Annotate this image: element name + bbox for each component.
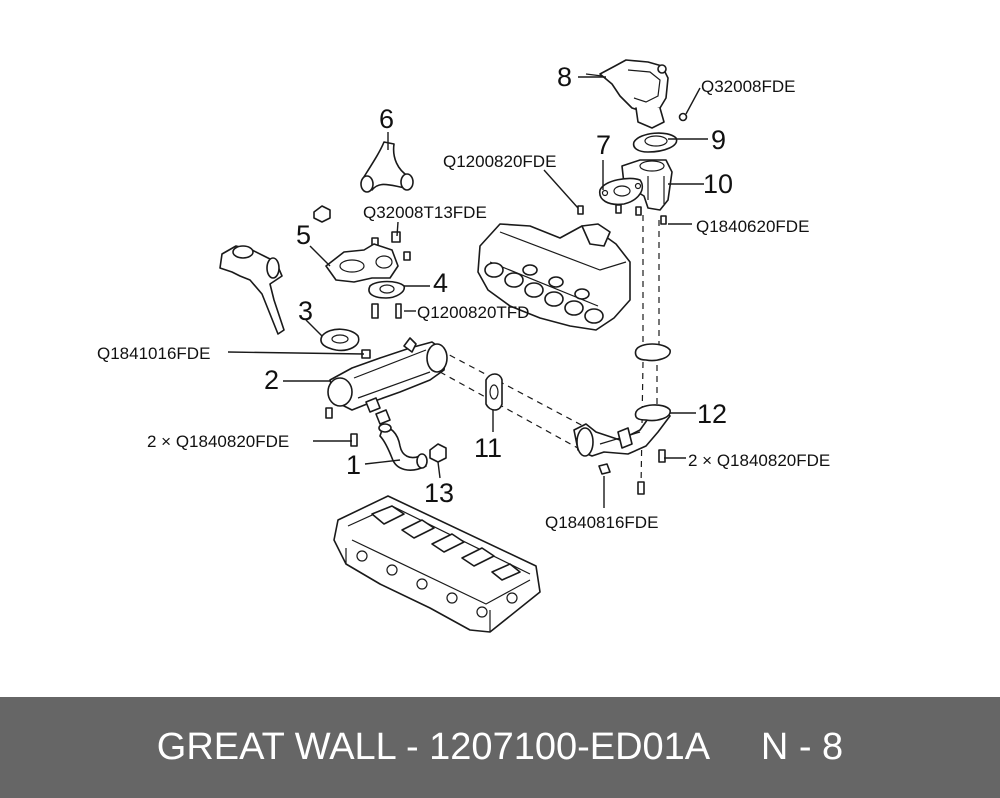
callout-4: 4 [433, 268, 448, 298]
label-q32008t13fde: Q32008T13FDE [363, 203, 487, 222]
cylinder-head [333, 495, 541, 633]
callout-11: 11 [474, 433, 502, 463]
clamp-icon [313, 205, 331, 223]
bolt-icon [635, 206, 642, 216]
label-q1840820fde-left: 2 × Q1840820FDE [147, 432, 289, 451]
label-q1200820fde: Q1200820FDE [443, 152, 556, 171]
cooler-hose [378, 423, 428, 471]
egr-gasket-upper [632, 132, 678, 153]
water-outlet-pipe [219, 245, 285, 335]
footer-text: GREAT WALL - 1207100-ED01A N - 8 [156, 726, 844, 768]
callout-9: 9 [711, 125, 726, 155]
footer-bar: GREAT WALL - 1207100-ED01A N - 8 [0, 697, 1000, 798]
callout-3: 3 [298, 296, 313, 326]
egr-valve [585, 59, 669, 129]
clamp-icon [598, 463, 611, 475]
callout-2: 2 [264, 365, 279, 395]
callout-10: 10 [703, 169, 733, 199]
label-q1200820tfd: Q1200820TFD [417, 303, 529, 322]
intake-manifold [477, 223, 631, 331]
clamp-icon [375, 409, 391, 425]
egr-cooler [327, 337, 448, 413]
bolt-icon [660, 215, 667, 225]
exploded-view: 8 9 10 7 6 5 4 3 2 1 13 11 12 Q32008FDE … [97, 59, 830, 633]
label-q32008fde: Q32008FDE [701, 77, 796, 96]
callout-7: 7 [596, 130, 611, 160]
bolt-icon [615, 204, 622, 214]
bolt-icon [577, 205, 584, 215]
egr-pipe-elbow [325, 243, 399, 283]
egr-gasket-small [368, 280, 406, 299]
assembly-lines [439, 215, 660, 489]
egr-pipe-gasket [485, 373, 503, 411]
label-q1840620fde: Q1840620FDE [696, 217, 809, 236]
bolt-icon [350, 433, 358, 447]
label-q1840816fde: Q1840816FDE [545, 513, 658, 532]
bolt-icon [361, 349, 371, 359]
callout-12: 12 [697, 399, 727, 429]
leader-lines [227, 76, 708, 508]
bolt-icon [391, 231, 401, 243]
label-q1840820fde-right: 2 × Q1840820FDE [688, 451, 830, 470]
screw-icon [678, 112, 688, 122]
intake-gasket [599, 177, 644, 206]
bolt-icon [395, 303, 402, 319]
egr-pipe [573, 404, 671, 457]
bolt-icon [325, 407, 333, 419]
bolt-icon [637, 481, 645, 495]
callout-6: 6 [379, 104, 394, 134]
bolt-icon [371, 303, 379, 319]
coolant-hose [360, 141, 414, 193]
bolt-icon [658, 449, 666, 463]
callout-13: 13 [424, 478, 454, 508]
label-q1841016fde: Q1841016FDE [97, 344, 210, 363]
clamp-icon [429, 443, 447, 463]
callout-5: 5 [296, 220, 311, 250]
bolt-icon [403, 251, 411, 261]
callout-1: 1 [346, 450, 361, 480]
egr-cooler-gasket [320, 328, 360, 352]
parts-diagram: 8 9 10 7 6 5 4 3 2 1 13 11 12 Q32008FDE … [97, 59, 831, 633]
callout-8: 8 [557, 62, 572, 92]
pipe-gasket [634, 343, 671, 362]
